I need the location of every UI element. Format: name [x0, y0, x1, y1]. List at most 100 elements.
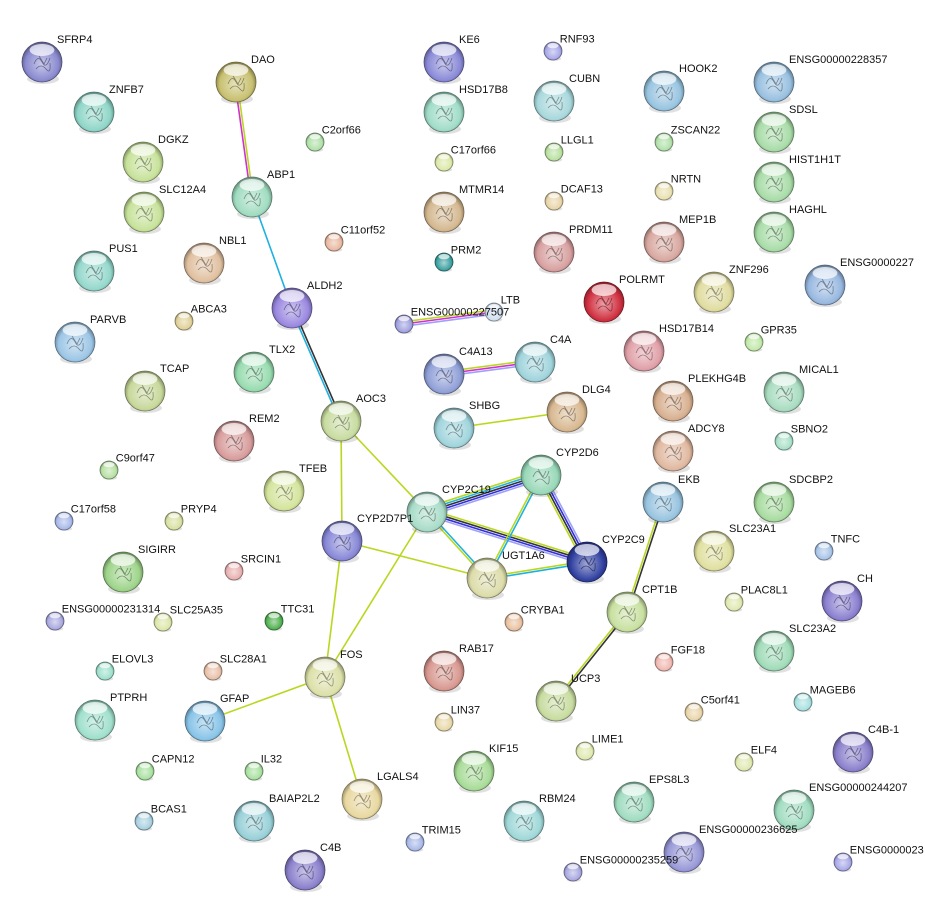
node-BCAS1[interactable]	[134, 811, 154, 831]
node-UGT1A6[interactable]	[466, 557, 508, 600]
node-BAIAP2L2[interactable]	[233, 800, 275, 843]
node-C4B-1[interactable]	[832, 731, 874, 774]
node-C5orf41[interactable]	[684, 702, 704, 722]
node-CRYBA1[interactable]	[504, 612, 524, 632]
node-ENSG00000235259[interactable]	[563, 862, 583, 882]
node-GPR35[interactable]	[744, 332, 764, 352]
node-ENSG0000227[interactable]	[804, 264, 846, 307]
node-PUS1[interactable]	[73, 250, 115, 293]
node-PLEKHG4B[interactable]	[652, 380, 694, 423]
node-ZNF296[interactable]	[693, 271, 735, 314]
node-SFRP4[interactable]	[21, 41, 63, 84]
node-SLC25A35[interactable]	[153, 612, 173, 632]
node-HSD17B8[interactable]	[423, 91, 465, 134]
node-CAPN12[interactable]	[135, 761, 155, 781]
node-ENSG00000231314[interactable]	[45, 611, 65, 631]
node-PRYP4[interactable]	[164, 511, 184, 531]
node-TCAP[interactable]	[124, 370, 166, 413]
edge-CYP2C19-FOS[interactable]	[324, 511, 428, 678]
node-HOOK2[interactable]	[643, 70, 685, 113]
node-AOC3[interactable]	[320, 400, 362, 443]
edge-FOS-GFAP[interactable]	[204, 676, 326, 722]
node-SLC12A4[interactable]	[123, 191, 165, 234]
node-C4A13[interactable]	[423, 353, 465, 396]
node-CPT1B[interactable]	[606, 591, 648, 634]
node-TLX2[interactable]	[233, 351, 275, 394]
node-KE6[interactable]	[423, 41, 465, 84]
node-ABP1[interactable]	[231, 176, 273, 219]
node-ENSG00000244207[interactable]	[773, 789, 815, 832]
node-C17orf58[interactable]	[54, 511, 74, 531]
node-MTMR14[interactable]	[423, 191, 465, 234]
node-MICAL1[interactable]	[763, 371, 805, 414]
edge-CYP2D7P1-UGT1A6[interactable]	[341, 540, 488, 579]
edge-AOC3-CYP2C19[interactable]	[340, 420, 428, 513]
node-SDCBP2[interactable]	[753, 481, 795, 524]
node-CYP2D6[interactable]	[520, 454, 562, 497]
node-ABCA3[interactable]	[174, 311, 194, 331]
node-LIME1[interactable]	[575, 741, 595, 761]
node-ENSG00000228357[interactable]	[753, 61, 795, 104]
node-PRDM11[interactable]	[533, 231, 575, 274]
node-NRTN[interactable]	[654, 181, 674, 201]
node-LLGL1[interactable]	[544, 142, 564, 162]
node-TNFC[interactable]	[814, 541, 834, 561]
node-C4A[interactable]	[514, 341, 556, 384]
node-TTC31[interactable]	[264, 611, 284, 631]
node-HSD17B14[interactable]	[623, 330, 665, 373]
node-MAGEB6[interactable]	[793, 692, 813, 712]
node-CYP2D7P1[interactable]	[321, 520, 363, 563]
node-REM2[interactable]	[213, 420, 255, 463]
node-EPS8L3[interactable]	[613, 781, 655, 824]
node-C11orf52[interactable]	[324, 232, 344, 252]
node-PTPRH[interactable]	[74, 699, 116, 742]
node-ELOVL3[interactable]	[95, 661, 115, 681]
node-ZSCAN22[interactable]	[654, 132, 674, 152]
node-PARVB[interactable]	[54, 321, 96, 364]
node-POLRMT[interactable]	[583, 281, 625, 324]
node-SDSL[interactable]	[753, 111, 795, 154]
edge-ENSG00000227507-LTB[interactable]	[403, 309, 495, 327]
node-C4B[interactable]	[284, 849, 326, 892]
node-HAGHL[interactable]	[753, 211, 795, 254]
node-EKB[interactable]	[642, 481, 684, 524]
node-SIGIRR[interactable]	[102, 551, 144, 594]
node-DLG4[interactable]	[546, 391, 588, 434]
node-IL32[interactable]	[244, 761, 264, 781]
edge-ALDH2-AOC3[interactable]	[290, 307, 343, 422]
node-UCP3[interactable]	[535, 680, 577, 723]
node-SLC23A1[interactable]	[693, 530, 735, 573]
node-PRM2[interactable]	[434, 252, 454, 272]
node-C2orf66[interactable]	[305, 132, 325, 152]
node-GFAP[interactable]	[184, 700, 226, 743]
node-RAB17[interactable]	[423, 650, 465, 693]
node-HIST1H1T[interactable]	[753, 161, 795, 204]
node-PLAC8L1[interactable]	[724, 592, 744, 612]
node-DCAF13[interactable]	[544, 191, 564, 211]
node-ENSG00000227507[interactable]	[394, 314, 414, 334]
node-ALDH2[interactable]	[271, 287, 313, 330]
node-CYP2C19[interactable]	[406, 491, 448, 534]
node-ENSG00000236625[interactable]	[663, 831, 705, 874]
node-CH[interactable]	[821, 580, 863, 623]
node-CUBN[interactable]	[533, 80, 575, 123]
node-SHBG[interactable]	[433, 407, 475, 450]
node-TRIM15[interactable]	[405, 832, 425, 852]
node-LGALS4[interactable]	[341, 778, 383, 821]
node-FGF18[interactable]	[654, 652, 674, 672]
node-C9orf47[interactable]	[99, 460, 119, 480]
node-SLC28A1[interactable]	[203, 661, 223, 681]
node-MEP1B[interactable]	[643, 221, 685, 264]
node-CYP2C9[interactable]	[566, 541, 608, 584]
node-NBL1[interactable]	[183, 242, 225, 285]
edge-FOS-LGALS4[interactable]	[324, 676, 363, 800]
node-SBNO2[interactable]	[774, 431, 794, 451]
edge-CYP2D7P1-FOS[interactable]	[324, 540, 343, 678]
node-LIN37[interactable]	[434, 712, 454, 732]
node-ELF4[interactable]	[734, 752, 754, 772]
node-C17orf66[interactable]	[434, 152, 454, 172]
node-ADCY8[interactable]	[652, 430, 694, 473]
node-ENSG0000023[interactable]	[833, 852, 853, 872]
node-LTB[interactable]	[484, 302, 504, 322]
node-RNF93[interactable]	[543, 41, 563, 61]
